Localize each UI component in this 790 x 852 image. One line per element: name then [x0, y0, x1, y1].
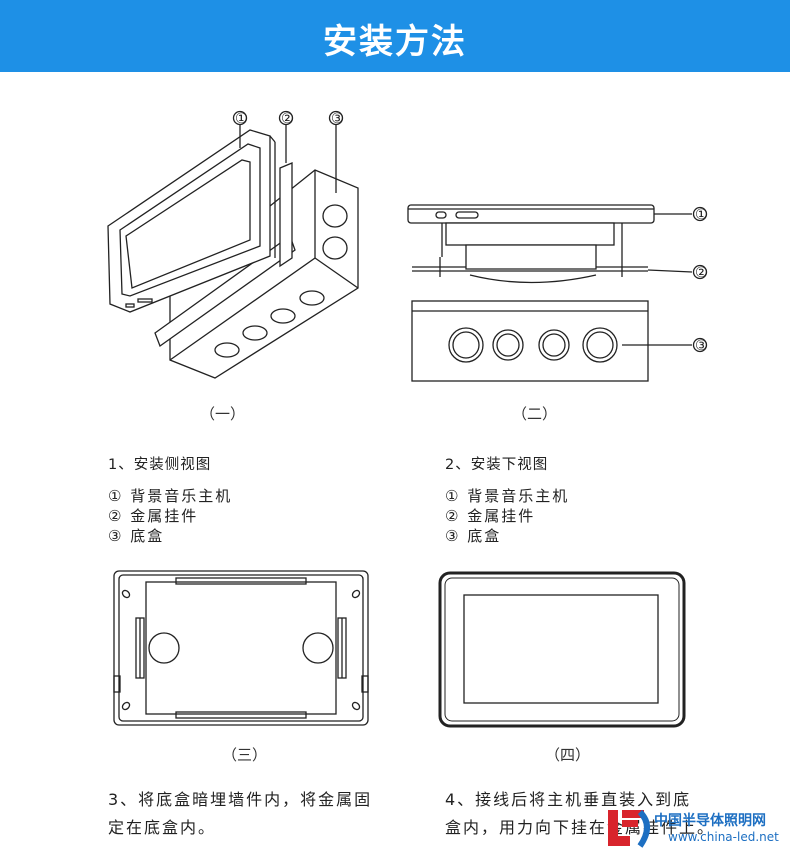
- section1-item: ① 背景音乐主机: [108, 487, 233, 505]
- fig1-callout-1: ①: [235, 111, 248, 127]
- led-logo-icon: [608, 809, 650, 848]
- section1-item: ② 金属挂件: [108, 507, 199, 525]
- figure-box-front: [113, 570, 369, 726]
- figure-side-view: ① ② ③: [107, 110, 359, 379]
- figure-host-front: [438, 571, 686, 728]
- fig2-callout-3: ③: [695, 338, 708, 354]
- fig1-callout-3: ③: [331, 111, 344, 127]
- section2-item: ① 背景音乐主机: [445, 487, 570, 505]
- figure-bottom-view: ① ② ③: [407, 204, 708, 382]
- section1-title: 1、安装侧视图: [108, 457, 212, 473]
- section2-item: ② 金属挂件: [445, 507, 536, 525]
- step4-line1: 4、接线后将主机垂直装入到底: [445, 790, 692, 809]
- section1-item: ③ 底盒: [108, 527, 165, 545]
- fig2-callout-2: ②: [695, 265, 708, 281]
- fig2-callout-1: ①: [695, 207, 708, 223]
- section2-list: ① 背景音乐主机 ② 金属挂件 ③ 底盒: [445, 486, 569, 546]
- fig1-callout-2: ②: [281, 111, 294, 127]
- fig4-caption: （四）: [545, 746, 591, 764]
- section2-title: 2、安装下视图: [445, 457, 549, 473]
- watermark: 中国半导体照明网 www.china-led.net: [606, 806, 790, 852]
- page-title: 安装方法: [323, 22, 467, 62]
- fig3-caption: （三）: [222, 746, 268, 764]
- step3-line2: 定在底盒内。: [108, 818, 217, 837]
- fig1-caption: （一）: [200, 405, 246, 423]
- watermark-cn: 中国半导体照明网: [654, 813, 766, 829]
- header-banner: 安装方法: [0, 0, 790, 72]
- step3-line1: 3、将底盒暗埋墙件内，将金属固: [108, 790, 373, 809]
- watermark-url: www.china-led.net: [668, 830, 779, 844]
- section2-item: ③ 底盒: [445, 527, 502, 545]
- section1-list: ① 背景音乐主机 ② 金属挂件 ③ 底盒: [108, 486, 232, 546]
- step3-text: 3、将底盒暗埋墙件内，将金属固 定在底盒内。: [108, 786, 372, 842]
- fig2-caption: （二）: [512, 405, 558, 423]
